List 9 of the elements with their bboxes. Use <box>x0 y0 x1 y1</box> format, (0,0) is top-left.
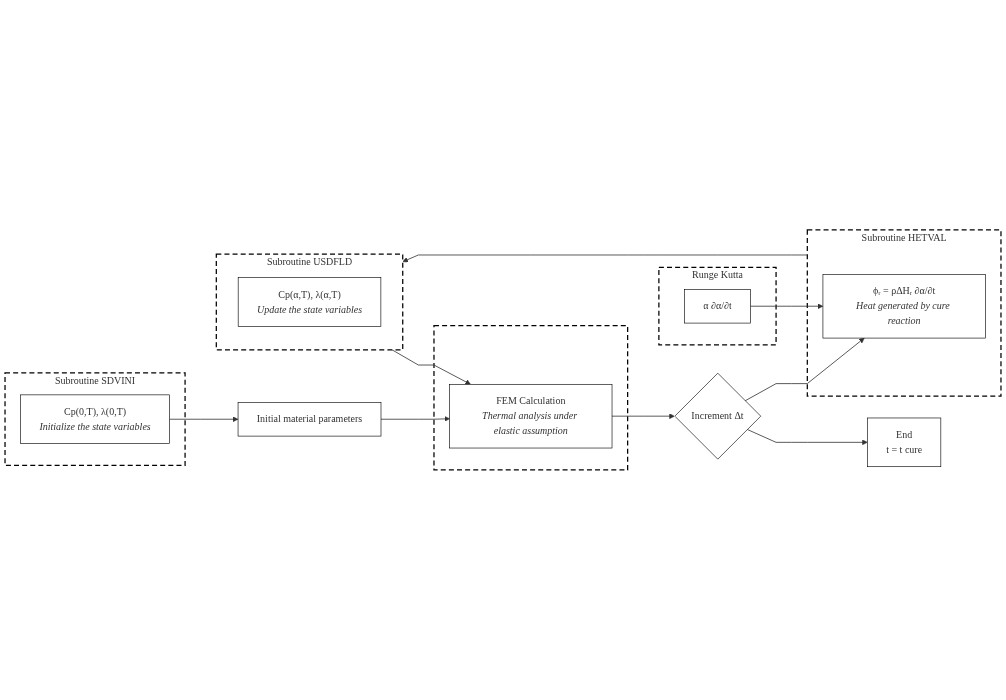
node-diamond: Increment Δt <box>674 372 762 460</box>
node-box: Cp(0,T), λ(0,T) Initialize the state variables <box>20 394 170 444</box>
node-box: Cp(α,T), λ(α,T) Update the state variables <box>237 277 382 327</box>
node-box: α ∂α/∂t <box>684 289 751 324</box>
node-box: ϕᵣ = ρΔHᵣ ∂α/∂t Heat generated by cure reaction <box>822 274 986 339</box>
cluster <box>433 325 629 471</box>
node-box: End t = t cure <box>867 417 942 468</box>
node-box: Initial material parameters <box>237 402 382 437</box>
node-box: FEM Calculation Thermal analysis under elastic assumption <box>449 384 613 449</box>
